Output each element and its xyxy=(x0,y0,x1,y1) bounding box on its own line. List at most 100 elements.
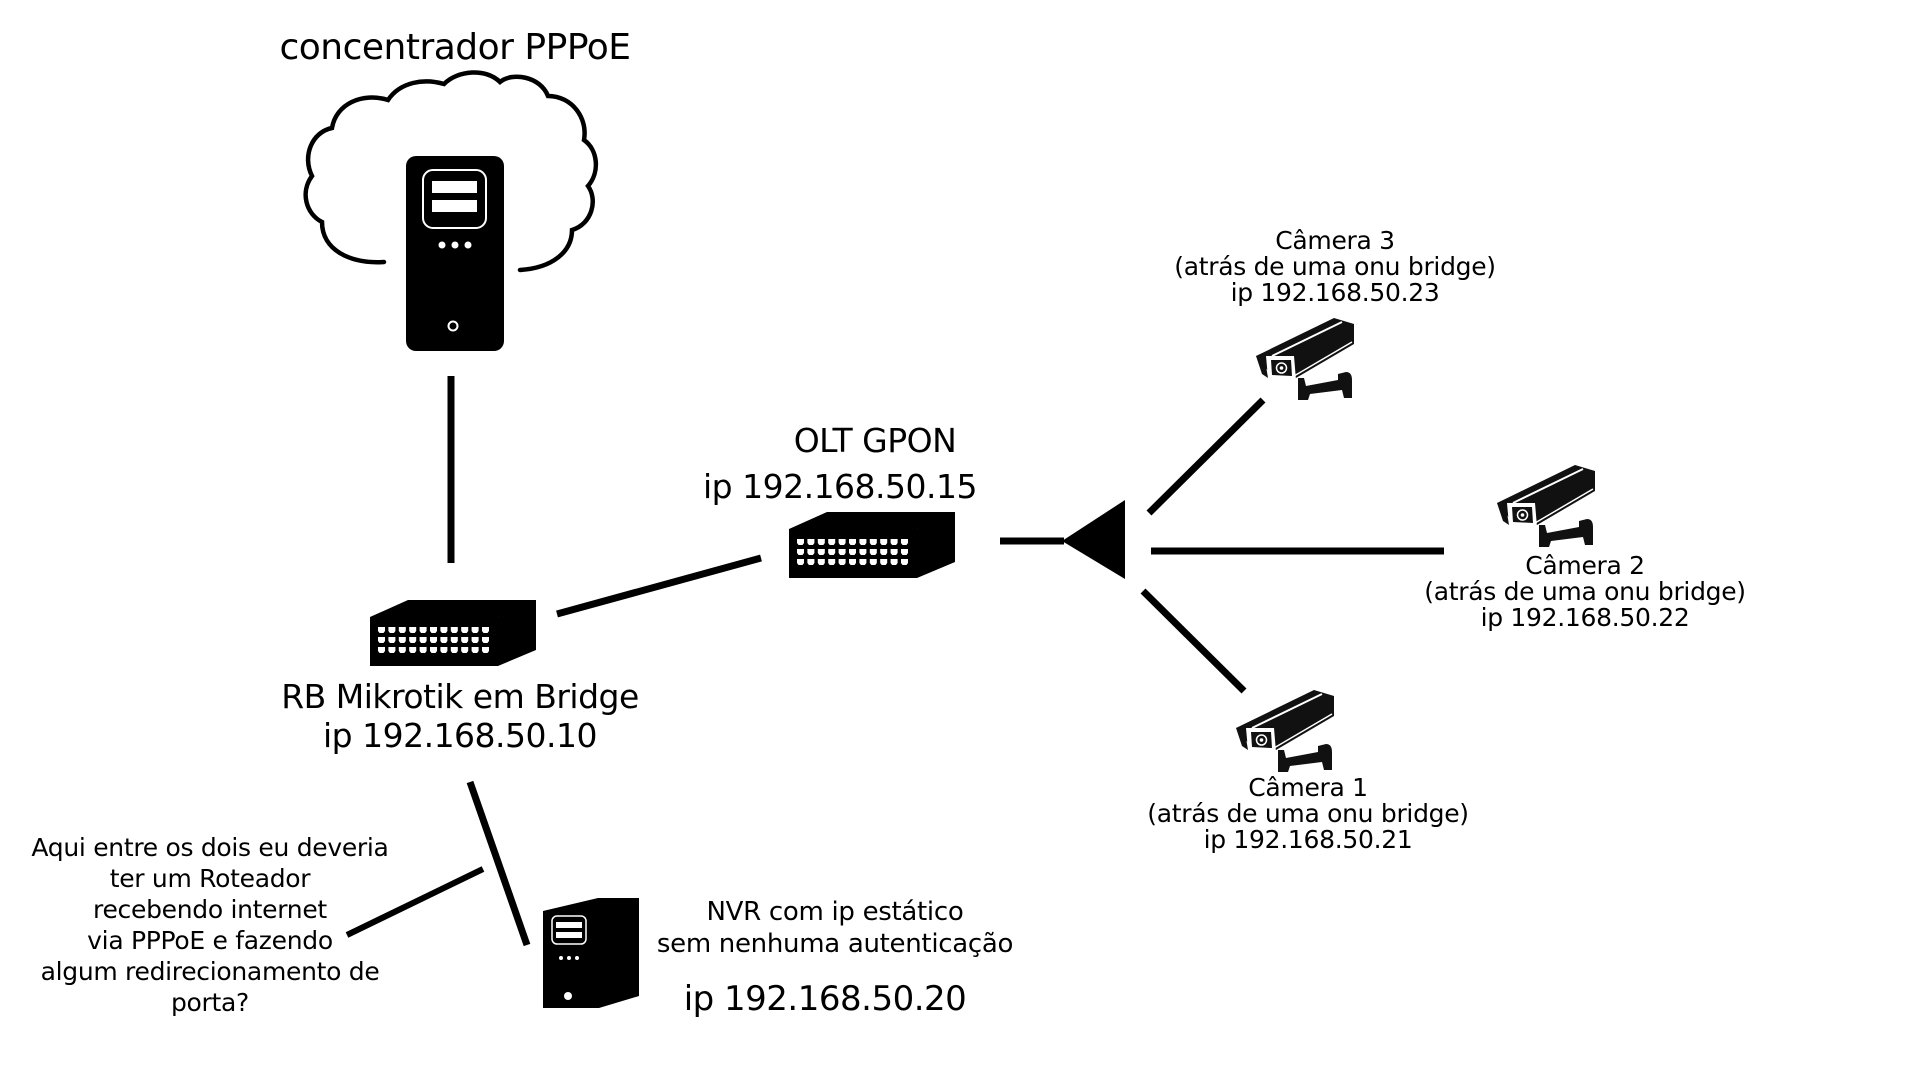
switch-port xyxy=(450,637,458,643)
camera-2-name: Câmera 2 xyxy=(1525,551,1645,580)
switch-port xyxy=(471,627,479,633)
nvr-node[interactable] xyxy=(543,898,639,1008)
switch-port xyxy=(471,647,479,653)
switch-port xyxy=(440,627,448,633)
camera-3-node[interactable] xyxy=(1255,317,1355,401)
camera-2-ip: ip 192.168.50.22 xyxy=(1480,603,1690,632)
switch-port xyxy=(378,647,385,653)
rb-mikrotik-label: RB Mikrotik em Bridge xyxy=(281,677,639,716)
camera-1-node[interactable] xyxy=(1235,689,1335,773)
switch-port xyxy=(838,539,846,545)
cctv-camera-icon xyxy=(1235,689,1335,773)
pppoe-concentrator-node[interactable] xyxy=(303,70,598,351)
switch-port xyxy=(849,539,856,545)
switch-port xyxy=(471,637,479,643)
switch-port xyxy=(859,539,867,545)
switch-ports xyxy=(797,539,908,565)
switch-port xyxy=(817,549,825,555)
concentrator-title: concentrador PPPoE xyxy=(279,27,631,68)
switch-port xyxy=(807,539,815,545)
switch-port xyxy=(461,637,469,643)
switch-port xyxy=(797,539,804,545)
nvr-label: NVR com ip estático sem nenhuma autentic… xyxy=(640,896,1030,960)
switch-port xyxy=(430,637,437,643)
switch-port xyxy=(378,627,385,633)
switch-port xyxy=(890,559,898,565)
camera-2-label: Câmera 2 (atrás de uma onu bridge) ip 19… xyxy=(1415,553,1755,631)
switch-port xyxy=(869,559,877,565)
camera-2-note: (atrás de uma onu bridge) xyxy=(1424,577,1746,606)
switch-port xyxy=(797,549,804,555)
switch-port xyxy=(859,559,867,565)
server-tower-icon xyxy=(543,898,639,1008)
switch-port xyxy=(409,647,417,653)
annotation-pointer-line xyxy=(345,866,485,938)
optical-splitter-icon[interactable] xyxy=(1062,500,1125,579)
camera-3-note: (atrás de uma onu bridge) xyxy=(1174,252,1496,281)
camera-1-note: (atrás de uma onu bridge) xyxy=(1147,799,1469,828)
switch-port xyxy=(388,627,396,633)
camera-3-ip: ip 192.168.50.23 xyxy=(1230,278,1440,307)
server-icon xyxy=(406,156,504,351)
router-question-annotation: Aqui entre os dois eu deveria ter um Rot… xyxy=(0,832,420,1018)
switch-port xyxy=(880,539,888,545)
rb-mikrotik-node[interactable] xyxy=(370,600,536,666)
switch-port xyxy=(849,559,856,565)
switch-port xyxy=(450,647,458,653)
switch-port xyxy=(461,627,469,633)
switch-port xyxy=(817,539,825,545)
switch-port xyxy=(880,549,888,555)
switch-port xyxy=(838,549,846,555)
switch-port xyxy=(440,637,448,643)
switch-port xyxy=(901,549,908,555)
switch-port xyxy=(482,637,489,643)
camera-1-name: Câmera 1 xyxy=(1248,773,1368,802)
link-rb-to-nvr xyxy=(466,780,531,947)
rb-mikrotik-ip: ip 192.168.50.10 xyxy=(322,716,598,755)
switch-port xyxy=(797,559,804,565)
switch-port xyxy=(849,549,856,555)
link-splitter-to-camera-1 xyxy=(1140,588,1247,694)
switch-port xyxy=(828,559,836,565)
switch-port xyxy=(409,637,417,643)
switch-port xyxy=(450,627,458,633)
switch-port xyxy=(398,637,406,643)
switch-port xyxy=(817,559,825,565)
switch-port xyxy=(880,559,888,565)
annotation-line: porta? xyxy=(170,988,250,1017)
switch-port xyxy=(388,637,396,643)
olt-gpon-ip: ip 192.168.50.15 xyxy=(702,467,978,506)
switch-port xyxy=(890,549,898,555)
annotation-line: algum redirecionamento de xyxy=(40,957,380,986)
switch-port xyxy=(419,647,427,653)
switch-port xyxy=(430,647,437,653)
cctv-camera-icon xyxy=(1255,317,1355,401)
nvr-line-1: NVR com ip estático xyxy=(706,897,964,927)
camera-2-node[interactable] xyxy=(1496,464,1596,548)
switch-port xyxy=(890,539,898,545)
switch-port xyxy=(828,539,836,545)
link-rb-to-olt xyxy=(556,554,762,618)
switch-port xyxy=(398,627,406,633)
switch-port xyxy=(388,647,396,653)
olt-gpon-node[interactable] xyxy=(789,512,955,578)
switch-port xyxy=(378,637,385,643)
cloud-icon xyxy=(303,70,598,273)
olt-switch-icon xyxy=(789,512,955,578)
camera-1-label: Câmera 1 (atrás de uma onu bridge) ip 19… xyxy=(1138,775,1478,853)
switch-port xyxy=(482,627,489,633)
annotation-line: ter um Roteador xyxy=(109,864,311,893)
camera-3-name: Câmera 3 xyxy=(1275,226,1395,255)
switch-port xyxy=(901,559,908,565)
switch-port xyxy=(419,627,427,633)
switch-port xyxy=(869,539,877,545)
olt-gpon-label: OLT GPON xyxy=(793,421,957,460)
switch-port xyxy=(398,647,406,653)
switch-port xyxy=(828,549,836,555)
switch-port xyxy=(440,647,448,653)
switch-port xyxy=(838,559,846,565)
switch-port xyxy=(409,627,417,633)
switch-ports xyxy=(378,627,489,653)
link-splitter-to-camera-3 xyxy=(1146,397,1266,516)
